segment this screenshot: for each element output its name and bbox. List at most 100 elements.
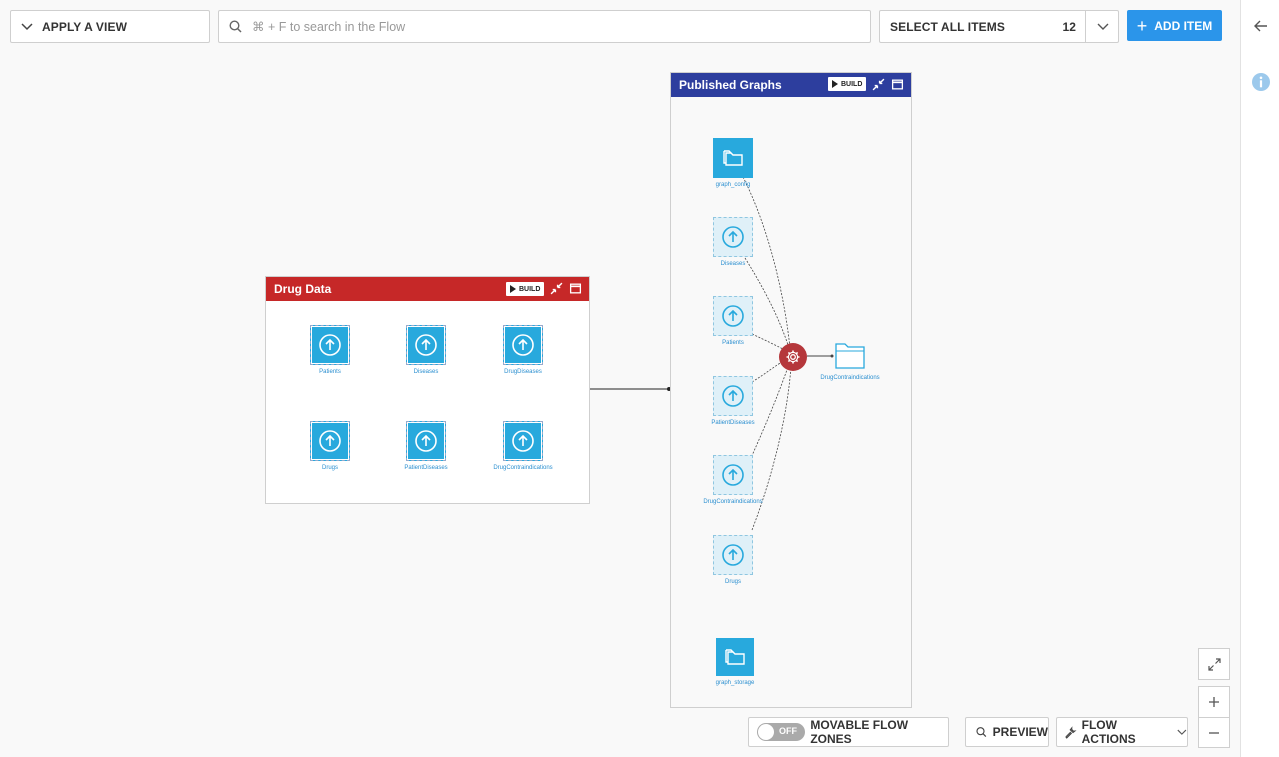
play-icon bbox=[832, 80, 838, 88]
chevron-down-icon bbox=[1177, 729, 1187, 735]
shared-dataset-node[interactable]: Patients bbox=[693, 296, 773, 346]
upload-icon bbox=[512, 334, 534, 356]
zone-header: Drug Data BUILD bbox=[266, 277, 589, 301]
build-label: BUILD bbox=[519, 285, 541, 293]
folder-tile[interactable] bbox=[716, 638, 754, 676]
flow-actions-label: FLOW ACTIONS bbox=[1081, 718, 1136, 746]
movable-flow-zones-control[interactable]: OFF MOVABLE FLOW ZONES bbox=[748, 717, 949, 747]
shared-dataset-node[interactable]: DrugContraindications bbox=[693, 455, 773, 505]
folder-icon bbox=[835, 343, 865, 369]
maximize-icon[interactable] bbox=[891, 78, 904, 91]
dataset-tile[interactable] bbox=[713, 535, 753, 575]
dataset-tile[interactable] bbox=[310, 325, 350, 365]
shared-dataset-node[interactable]: PatientDiseases bbox=[693, 376, 773, 426]
dataset-node[interactable]: Diseases bbox=[386, 325, 466, 375]
build-label: BUILD bbox=[841, 80, 863, 88]
build-button[interactable]: BUILD bbox=[828, 77, 867, 91]
dataset-tile[interactable] bbox=[713, 217, 753, 257]
dataset-label: Drugs bbox=[321, 465, 338, 471]
wrench-icon bbox=[1065, 725, 1077, 739]
search-icon bbox=[976, 727, 987, 737]
folder-node[interactable]: graph_config bbox=[693, 138, 773, 188]
fullscreen-icon bbox=[1207, 657, 1221, 671]
upload-icon bbox=[415, 334, 437, 356]
dataset-label: PatientDiseases bbox=[404, 465, 448, 471]
folder-icon bbox=[723, 150, 743, 166]
zone-drug-data[interactable]: Drug Data BUILD Patients Diseases DrugDi… bbox=[265, 276, 590, 504]
dataset-label: Patients bbox=[319, 369, 341, 375]
info-button[interactable] bbox=[1250, 71, 1272, 93]
dataset-tile[interactable] bbox=[406, 325, 446, 365]
zoom-out-button[interactable] bbox=[1198, 717, 1230, 748]
zone-published-graphs[interactable]: Published Graphs BUILD graph_config Dise… bbox=[670, 72, 912, 708]
dataset-label: Drugs bbox=[724, 579, 741, 585]
folder-tile[interactable] bbox=[713, 138, 753, 178]
search-icon bbox=[229, 20, 242, 33]
dataset-node[interactable]: DrugContraindications bbox=[483, 421, 563, 471]
folder-icon bbox=[725, 649, 745, 665]
dataset-tile[interactable] bbox=[713, 376, 753, 416]
collapse-panel-button[interactable] bbox=[1250, 15, 1272, 37]
folder-tile[interactable] bbox=[833, 339, 867, 371]
dataset-tile[interactable] bbox=[713, 296, 753, 336]
select-all-button[interactable]: SELECT ALL ITEMS 12 bbox=[879, 10, 1119, 43]
dataset-tile[interactable] bbox=[406, 421, 446, 461]
preview-label: PREVIEW bbox=[992, 725, 1048, 739]
movable-zones-label: MOVABLE FLOW ZONES bbox=[810, 718, 909, 746]
search-bar[interactable] bbox=[218, 10, 871, 43]
zone-title: Published Graphs bbox=[679, 78, 782, 92]
play-icon bbox=[510, 285, 516, 293]
fullscreen-button[interactable] bbox=[1198, 648, 1230, 680]
collapse-icon[interactable] bbox=[550, 282, 563, 295]
dataset-node[interactable]: DrugDiseases bbox=[483, 325, 563, 375]
upload-icon bbox=[722, 544, 744, 566]
item-count: 12 bbox=[1062, 20, 1076, 34]
dataset-label: Diseases bbox=[413, 369, 439, 375]
folder-label: DrugContraindications bbox=[820, 375, 880, 381]
apply-view-button[interactable]: APPLY A VIEW bbox=[10, 10, 210, 43]
toggle-knob bbox=[758, 724, 774, 740]
dataset-label: Patients bbox=[722, 340, 744, 346]
upload-icon bbox=[319, 430, 341, 452]
shared-dataset-node[interactable]: Drugs bbox=[693, 535, 773, 585]
info-icon bbox=[1252, 73, 1270, 91]
folder-node[interactable]: graph_storage bbox=[695, 638, 775, 686]
zone-header: Published Graphs BUILD bbox=[671, 73, 911, 97]
build-button[interactable]: BUILD bbox=[506, 282, 545, 296]
movable-zones-toggle[interactable]: OFF bbox=[757, 723, 806, 741]
dataset-label: PatientDiseases bbox=[711, 420, 755, 426]
arrow-left-icon bbox=[1254, 20, 1267, 32]
dataset-tile[interactable] bbox=[713, 455, 753, 495]
chevron-down-icon[interactable] bbox=[1096, 19, 1110, 33]
zoom-out-icon bbox=[1209, 731, 1219, 734]
dataset-node[interactable]: Drugs bbox=[290, 421, 370, 471]
apply-view-label: APPLY A VIEW bbox=[42, 19, 128, 34]
dataset-node[interactable]: PatientDiseases bbox=[386, 421, 466, 471]
dataset-tile[interactable] bbox=[310, 421, 350, 461]
collapse-icon[interactable] bbox=[872, 78, 885, 91]
dataset-tile[interactable] bbox=[503, 421, 543, 461]
graph-recipe[interactable] bbox=[779, 343, 807, 371]
zone-title: Drug Data bbox=[274, 282, 332, 296]
folder-label: graph_storage bbox=[715, 680, 755, 686]
search-input[interactable] bbox=[250, 18, 850, 35]
zoom-in-button[interactable] bbox=[1198, 686, 1230, 718]
upload-icon bbox=[319, 334, 341, 356]
preview-button[interactable]: PREVIEW bbox=[965, 717, 1049, 747]
select-all-label: SELECT ALL ITEMS bbox=[890, 19, 1005, 34]
upload-icon bbox=[722, 385, 744, 407]
shared-dataset-node[interactable]: Diseases bbox=[693, 217, 773, 267]
flow-canvas[interactable]: Drug Data BUILD Patients Diseases DrugDi… bbox=[0, 0, 1240, 757]
gear-icon bbox=[786, 350, 800, 364]
maximize-icon[interactable] bbox=[569, 282, 582, 295]
dataset-tile[interactable] bbox=[503, 325, 543, 365]
flow-actions-button[interactable]: FLOW ACTIONS bbox=[1056, 717, 1188, 747]
dataset-node[interactable]: Patients bbox=[290, 325, 370, 375]
add-item-button[interactable]: + ADD ITEM bbox=[1127, 10, 1222, 41]
zoom-in-icon bbox=[1209, 697, 1219, 707]
folder-label: graph_config bbox=[715, 182, 751, 188]
upload-icon bbox=[722, 464, 744, 486]
flow-connections bbox=[590, 176, 834, 531]
right-panel-rail bbox=[1240, 0, 1279, 757]
output-folder-node[interactable]: DrugContraindications bbox=[810, 339, 890, 381]
